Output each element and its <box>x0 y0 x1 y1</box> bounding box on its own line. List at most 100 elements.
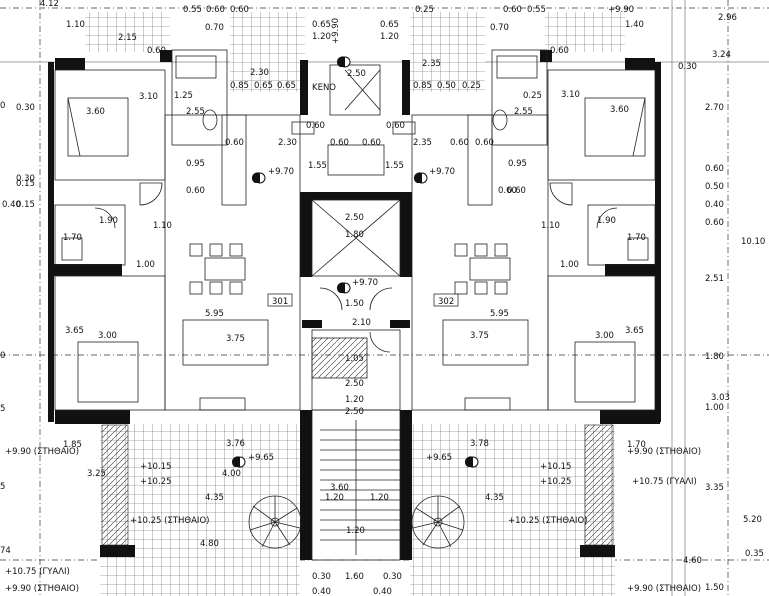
dimension-label: 1.20 <box>312 32 331 42</box>
dimension-label: 3.60 <box>330 483 349 493</box>
dimension-label: 3.25 <box>87 469 106 479</box>
unit-301-box <box>267 293 293 307</box>
level-right-parapet: +10.25 (ΣΤΗΘΑΙΟ) <box>508 516 587 526</box>
dimension-label: 0.60 <box>362 138 381 148</box>
level-markers <box>231 56 479 468</box>
dimension-label: 3.65 <box>625 326 644 336</box>
level-right-parapet-1: +9.90 (ΣΤΗΘΑΙΟ) <box>627 447 701 457</box>
dimension-label: 0.65 <box>312 20 331 30</box>
dimension-label: 1.10 <box>66 20 85 30</box>
dimension-label: 1.55 <box>308 161 327 171</box>
dimension-label: 0.30 <box>16 174 35 184</box>
dimension-label: 0.30 <box>383 572 402 582</box>
dimension-label: 5 <box>0 404 5 414</box>
dimension-label: 2.51 <box>705 274 724 284</box>
dimension-label: 0.40 <box>705 200 724 210</box>
level-left-parapet-1: +9.90 (ΣΤΗΘΑΙΟ) <box>5 447 79 457</box>
dimension-label: 0.60 <box>498 186 517 196</box>
dimension-label: 3.76 <box>226 439 245 449</box>
level-left-bottom: +9.90 (ΣΤΗΘΑΙΟ) <box>5 584 79 594</box>
furniture <box>61 55 649 411</box>
dimension-label: 2.10 <box>352 318 371 328</box>
dimension-label: 0.60 <box>147 46 166 56</box>
dimension-label: 0.70 <box>205 23 224 33</box>
dimension-label: 3.65 <box>65 326 84 336</box>
dimension-label: 5 <box>0 482 5 492</box>
dimension-label: 1.70 <box>627 440 646 450</box>
level-left-parapet: +10.25 (ΣΤΗΘΑΙΟ) <box>130 516 209 526</box>
dimension-label: 1.60 <box>345 572 364 582</box>
dimension-label: 0.60 <box>705 164 724 174</box>
dimension-label: 0.50 <box>705 182 724 192</box>
dimension-label: 4.80 <box>200 539 219 549</box>
dimension-label: 3.78 <box>470 439 489 449</box>
dimension-label: 1.20 <box>346 526 365 536</box>
dimension-label: 3.60 <box>86 107 105 117</box>
lift-shaft <box>311 337 368 379</box>
dimension-label: 5.20 <box>743 515 762 525</box>
dimension-label: 1.10 <box>541 221 560 231</box>
unit-302-label: 302 <box>438 297 454 307</box>
dimension-label: 1.00 <box>705 403 724 413</box>
stair-treads <box>320 420 400 555</box>
dimension-label: 2.30 <box>278 138 297 148</box>
dimension-label: 0.30 <box>16 103 35 113</box>
dimension-label: 3.35 <box>705 483 724 493</box>
dimension-label: 1.50 <box>345 299 364 309</box>
dimension-label: 2.35 <box>413 138 432 148</box>
dimension-label: 0.60 <box>330 138 349 148</box>
dimension-label: 1.20 <box>370 493 389 503</box>
dimension-label: 0.60 <box>503 5 522 15</box>
dimension-label: 2.35 <box>422 59 441 69</box>
dimension-label: 2.50 <box>345 213 364 223</box>
dimension-label: 0.35 <box>745 549 764 559</box>
level-left-glass-bottom: +10.75 (ΓΥΑΛΙ) <box>5 567 70 577</box>
dimension-label: 4.35 <box>485 493 504 503</box>
dimension-label: 1.05 <box>345 354 364 364</box>
dimension-label: 4.60 <box>683 556 702 566</box>
dimension-label: 0.25 <box>462 81 481 91</box>
dimension-label: 1.40 <box>625 20 644 30</box>
dimension-label: 0.55 <box>183 5 202 15</box>
dimension-label: 3.03 <box>711 393 730 403</box>
unit-301-label: 301 <box>272 297 288 307</box>
level-right-3: +10.25 <box>540 477 571 487</box>
dimension-label: 0.40 <box>312 587 331 596</box>
level-left-2: +10.15 <box>140 462 171 472</box>
level-right-hall: +9.70 <box>429 167 455 177</box>
dimension-label: 1.20 <box>345 395 364 405</box>
dimension-label: 0.60 <box>705 218 724 228</box>
dimension-label: 1.90 <box>99 216 118 226</box>
level-left-hall: +9.70 <box>268 167 294 177</box>
dimension-label: 0.60 <box>507 186 526 196</box>
dimension-label: 1.80 <box>705 352 724 362</box>
dimension-label: 3.00 <box>98 331 117 341</box>
dimension-label: 0.60 <box>450 138 469 148</box>
dimension-label: 3.75 <box>226 334 245 344</box>
dimension-label: 0.65 <box>254 81 273 91</box>
dimension-label: 0.60 <box>386 121 405 131</box>
dimension-label: 1.70 <box>63 233 82 243</box>
dimension-label: 2.96 <box>718 13 737 23</box>
void-label: ΚΕΝΟ <box>312 83 336 93</box>
dimension-label: 3.10 <box>561 90 580 100</box>
planters <box>101 424 614 546</box>
dimension-label: 0.25 <box>415 5 434 15</box>
dimension-label: 1.10 <box>153 221 172 231</box>
dimension-label: 5.95 <box>205 309 224 319</box>
dimension-label: 3.60 <box>610 105 629 115</box>
dimension-label: 0.60 <box>475 138 494 148</box>
dimension-label: 0.60 <box>306 121 325 131</box>
dimension-label: 0.65 <box>380 20 399 30</box>
dimension-label: 1.00 <box>136 260 155 270</box>
dimension-label: 1.20 <box>325 493 344 503</box>
dimension-label: 2.50 <box>345 379 364 389</box>
dimension-label: 1.80 <box>345 230 364 240</box>
dimension-label: 1.20 <box>380 32 399 42</box>
dimension-label: 2.55 <box>186 107 205 117</box>
dimension-label: 2.70 <box>705 103 724 113</box>
dimension-label: 1.70 <box>627 233 646 243</box>
doors <box>94 182 618 353</box>
level-top-void: +9.90 <box>331 18 341 44</box>
dimension-label: 0.15 <box>16 179 35 189</box>
